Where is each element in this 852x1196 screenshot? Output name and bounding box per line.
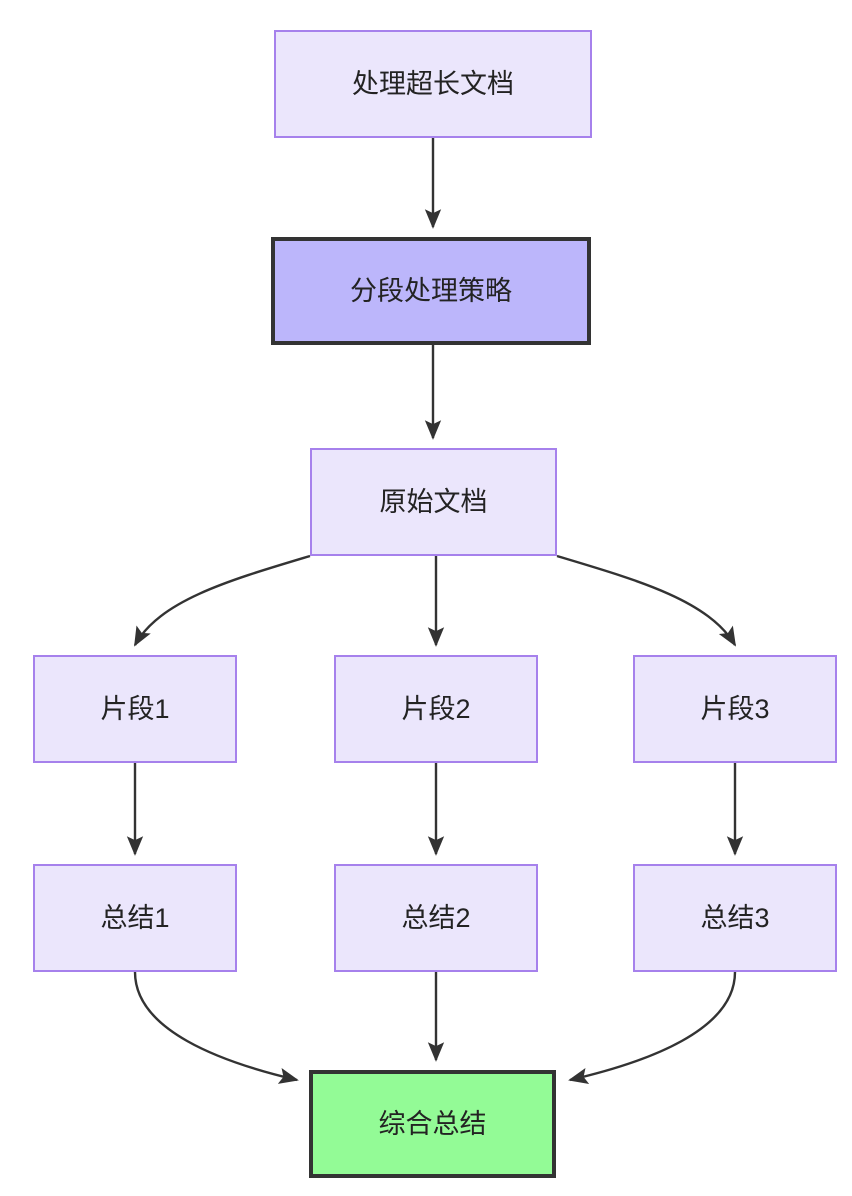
node-long-doc[interactable]: 处理超长文档 (274, 30, 592, 138)
node-fragment-1[interactable]: 片段1 (33, 655, 237, 763)
node-label-fragment-3: 片段3 (700, 693, 770, 724)
node-fragment-3[interactable]: 片段3 (633, 655, 837, 763)
node-final-summary[interactable]: 综合总结 (309, 1070, 556, 1178)
node-label-long-doc: 处理超长文档 (352, 68, 514, 99)
node-label-summary-2: 总结2 (401, 902, 471, 933)
node-summary-3[interactable]: 总结3 (633, 864, 837, 972)
node-label-summary-3: 总结3 (700, 902, 770, 933)
node-summary-1[interactable]: 总结1 (33, 864, 237, 972)
edge-sourcedoc-fragment1 (133, 554, 311, 647)
edge-summary1-final (133, 971, 299, 1084)
node-label-fragment-2: 片段2 (401, 693, 471, 724)
edge-summary3-final (568, 971, 737, 1084)
node-label-summary-1: 总结1 (100, 902, 170, 933)
node-label-final-summary: 综合总结 (378, 1108, 487, 1139)
node-summary-2[interactable]: 总结2 (334, 864, 538, 972)
edge-sourcedoc-fragment3 (556, 554, 737, 647)
node-source-doc[interactable]: 原始文档 (310, 448, 557, 556)
node-label-source-doc: 原始文档 (379, 486, 488, 517)
node-label-fragment-1: 片段1 (100, 693, 170, 724)
node-label-chunk-strategy: 分段处理策略 (350, 275, 512, 306)
node-fragment-2[interactable]: 片段2 (334, 655, 538, 763)
node-chunk-strategy[interactable]: 分段处理策略 (271, 237, 591, 345)
